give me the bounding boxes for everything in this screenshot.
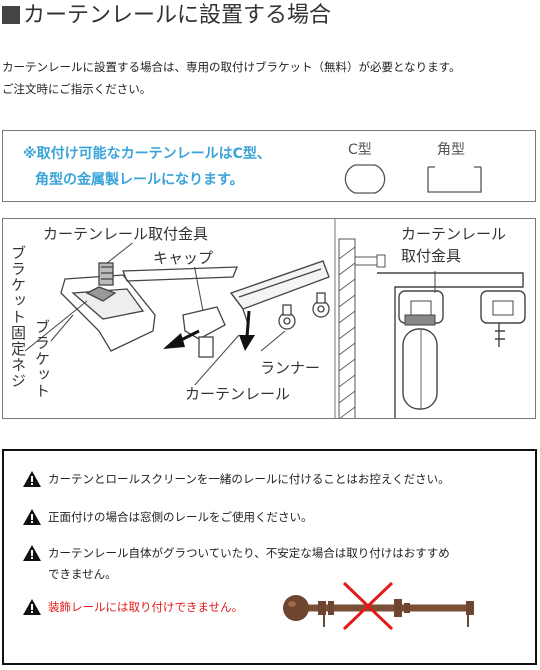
rail-shape-icons bbox=[344, 164, 482, 194]
warning-icon bbox=[23, 471, 41, 487]
intro-line-1: カーテンレールに設置する場合は、専用の取付けブラケット（無料）が必要となります。 bbox=[2, 60, 461, 74]
warnings-box: カーテンとロールスクリーンを一緒のレールに付けることはお控えください。 正面付け… bbox=[2, 449, 537, 665]
square-shape-label: 角型 bbox=[437, 142, 465, 158]
left-bracket-illustration bbox=[60, 260, 330, 358]
c-shape-label: C型 bbox=[348, 142, 372, 158]
bracket-label: ブラケット bbox=[33, 319, 51, 399]
warning-text-line-2: できません。 bbox=[48, 567, 117, 581]
rail-label: カーテンレール bbox=[185, 385, 291, 403]
decorative-rod-crossed-icon bbox=[283, 581, 474, 631]
note-line-1: ※取付け可能なカーテンレールはC型、 bbox=[23, 146, 271, 162]
bullet-square-icon bbox=[2, 6, 20, 24]
compatible-rail-note-box: ※取付け可能なカーテンレールはC型、 角型の金属製レールになります。 C型 角型 bbox=[2, 130, 536, 202]
note-line-2: 角型の金属製レールになります。 bbox=[35, 172, 244, 188]
intro-line-2: ご注文時にご指示ください。 bbox=[2, 82, 152, 96]
warning-icon bbox=[23, 545, 41, 561]
direction-arrows bbox=[163, 310, 255, 351]
warning-text-line-1: カーテンレール自体がグラついていたり、不安定な場合は取り付けはおすすめ bbox=[48, 546, 450, 560]
square-rail-shape-icon bbox=[427, 167, 482, 193]
warning-text: カーテンとロールスクリーンを一緒のレールに付けることはお控えください。 bbox=[48, 472, 450, 486]
wall-section-illustration bbox=[338, 238, 526, 418]
fitting-label: カーテンレール取付金具 bbox=[43, 225, 209, 243]
warning-item: 正面付けの場合は窓側のレールをご使用ください。 bbox=[22, 507, 313, 528]
intro-text: カーテンレールに設置する場合は、専用の取付けブラケット（無料）が必要となります。… bbox=[2, 56, 461, 100]
cap-label: キャップ bbox=[153, 249, 214, 267]
right-rail-label: カーテンレール bbox=[401, 225, 507, 243]
compatible-rail-note: ※取付け可能なカーテンレールはC型、 角型の金属製レールになります。 bbox=[23, 141, 271, 193]
warning-text: 正面付けの場合は窓側のレールをご使用ください。 bbox=[48, 510, 313, 524]
bracket-illustration bbox=[24, 219, 526, 418]
bracket-screw-label: ブラケット固定ネジ bbox=[9, 245, 27, 389]
right-fitting-label: 取付金具 bbox=[401, 247, 462, 265]
runner-label: ランナー bbox=[260, 359, 321, 377]
warning-icon bbox=[23, 509, 41, 525]
warning-item-decorative-rail: 装飾レールには取り付けできません。 bbox=[22, 597, 243, 618]
warning-icon bbox=[23, 599, 41, 615]
installation-diagram: カーテンレール取付金具 キャップ ブラケット固定ネジ ブラケット ランナー カー… bbox=[2, 218, 536, 419]
warning-item: カーテンレール自体がグラついていたり、不安定な場合は取り付けはおすすめできません… bbox=[22, 543, 450, 585]
warning-text: 装飾レールには取り付けできません。 bbox=[48, 600, 244, 614]
page-title: カーテンレールに設置する場合 bbox=[2, 2, 331, 30]
c-rail-shape-icon bbox=[344, 164, 386, 194]
warning-text: カーテンレール自体がグラついていたり、不安定な場合は取り付けはおすすめできません… bbox=[48, 543, 450, 585]
page-title-text: カーテンレールに設置する場合 bbox=[23, 3, 332, 28]
warning-item: カーテンとロールスクリーンを一緒のレールに付けることはお控えください。 bbox=[22, 469, 450, 490]
